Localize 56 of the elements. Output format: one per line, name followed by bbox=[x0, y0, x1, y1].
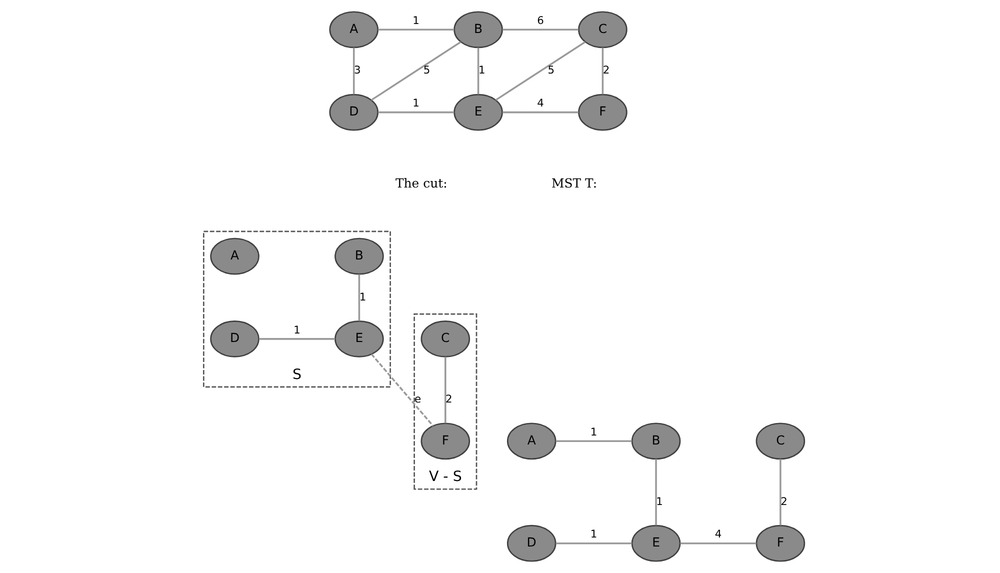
label: MST T: bbox=[550, 176, 597, 191]
label: The cut: bbox=[395, 176, 447, 191]
connector bbox=[601, 48, 604, 94]
node-ellipse: E bbox=[453, 94, 502, 131]
connector bbox=[654, 459, 656, 526]
node-ellipse: A bbox=[210, 238, 259, 275]
edge-label: 3 bbox=[354, 64, 360, 77]
edge-label: 2 bbox=[445, 392, 452, 406]
connector bbox=[370, 41, 461, 101]
edge-label: 1 bbox=[590, 528, 597, 541]
node-ellipse: E bbox=[630, 524, 680, 562]
node-ellipse: F bbox=[578, 94, 627, 131]
edge-label: 1 bbox=[358, 290, 366, 304]
edge-label: 4 bbox=[714, 528, 722, 541]
edge-label: 1 bbox=[478, 64, 485, 77]
edge-label: 1 bbox=[656, 494, 662, 508]
node-ellipse: C bbox=[755, 422, 805, 460]
edge-label: 1 bbox=[412, 96, 419, 110]
edge-label: 1 bbox=[590, 425, 597, 438]
node-ellipse: D bbox=[506, 524, 556, 562]
edge-label: 5 bbox=[422, 64, 430, 77]
connector bbox=[358, 274, 360, 321]
edge-label: 1 bbox=[412, 14, 419, 27]
node-ellipse: D bbox=[328, 94, 378, 131]
connector bbox=[680, 542, 756, 544]
node-ellipse: B bbox=[453, 11, 502, 48]
edge-label: e bbox=[414, 392, 421, 406]
node-ellipse: A bbox=[328, 11, 378, 48]
edge-label: 4 bbox=[536, 96, 544, 110]
node-ellipse: B bbox=[630, 422, 680, 460]
node-ellipse: C bbox=[578, 11, 627, 48]
connector bbox=[370, 354, 434, 426]
connector bbox=[444, 356, 446, 424]
connector bbox=[779, 459, 781, 526]
node-ellipse: F bbox=[420, 422, 470, 460]
edge-label: 2 bbox=[602, 64, 610, 77]
connector bbox=[555, 542, 632, 544]
connector bbox=[555, 440, 632, 442]
edge-label: 5 bbox=[547, 64, 554, 77]
connector bbox=[476, 48, 479, 94]
connector bbox=[352, 48, 354, 94]
edge-label: 1 bbox=[293, 323, 300, 336]
connector bbox=[502, 28, 578, 31]
node-ellipse: E bbox=[334, 320, 384, 358]
connector bbox=[378, 28, 454, 31]
node-ellipse: C bbox=[420, 320, 470, 358]
node-ellipse: B bbox=[334, 238, 384, 275]
connector bbox=[494, 41, 586, 101]
node-ellipse: D bbox=[210, 320, 259, 358]
connector bbox=[502, 111, 578, 114]
edge-label: 2 bbox=[780, 494, 787, 508]
node-ellipse: F bbox=[755, 524, 805, 562]
edge-label: 6 bbox=[536, 14, 544, 27]
node-ellipse: A bbox=[506, 422, 556, 460]
connector bbox=[378, 111, 454, 114]
connector bbox=[258, 338, 334, 340]
